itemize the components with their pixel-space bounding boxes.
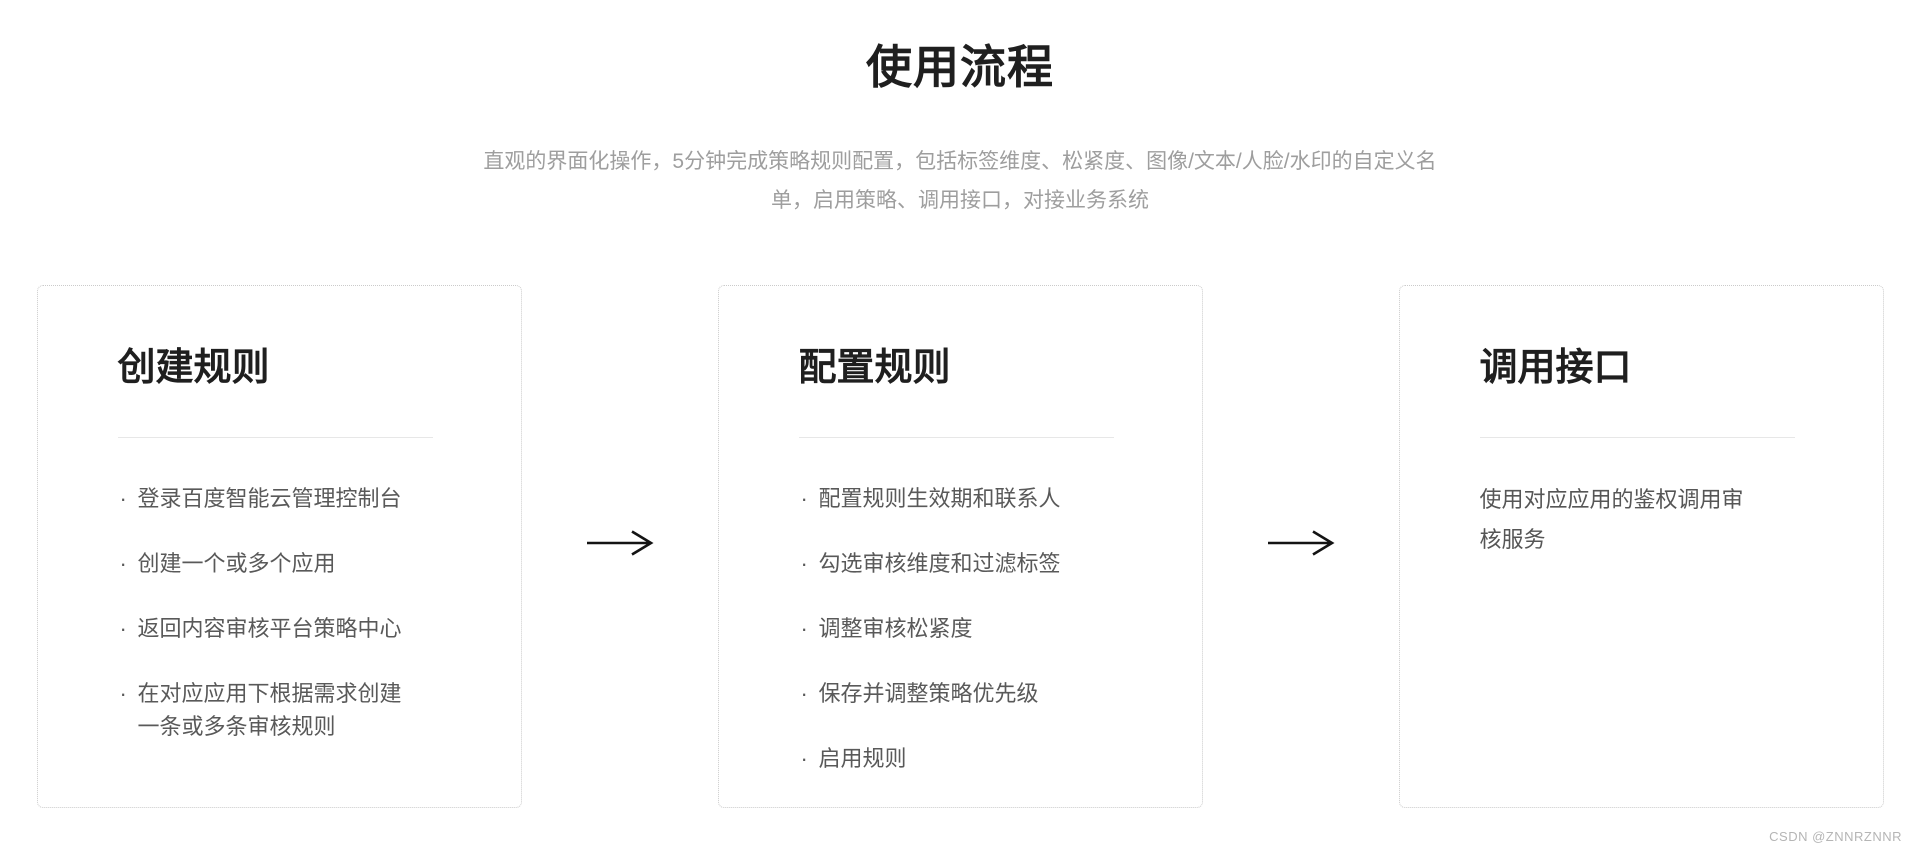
step-item-line: 一条或多条审核规则 [137,714,336,739]
step-item-line: 保存并调整策略优先级 [818,681,1039,706]
arrow-gap [522,285,718,558]
bullet-dot-icon: · [119,681,127,706]
step-item-line: 启用规则 [818,746,907,771]
step-item-line: 配置规则生效期和联系人 [818,486,1061,511]
bullet-dot-icon: · [119,486,127,511]
step-item: · 保存并调整策略优先级 [799,677,1124,710]
step-item-text: 创建一个或多个应用 [138,547,336,580]
step-item-text: 配置规则生效期和联系人 [819,482,1061,515]
step-card-1: 创建规则 · 登录百度智能云管理控制台 · 创建一个或多个应用 · 返回内容审核平台策略中心… [36,285,522,808]
bullet-dot-icon: · [119,551,127,576]
page-title: 使用流程 [866,41,1054,93]
bullet-dot-icon: · [800,746,808,771]
step-item: · 创建一个或多个应用 [118,547,443,580]
arrow-gap [1203,285,1399,558]
watermark: CSDN @ZNNRZNNR [1769,829,1902,844]
step-item: · 调整审核松紧度 [799,612,1124,645]
step-item: · 在对应应用下根据需求创建一条或多条审核规则 [118,677,443,743]
step-description-line: 使用对应应用的鉴权调用审 [1479,487,1744,512]
step-card-divider [117,437,433,438]
step-item: · 配置规则生效期和联系人 [799,482,1124,515]
bullet-dot-icon: · [800,681,808,706]
step-item: · 启用规则 [799,742,1124,775]
bullet-dot-icon: · [800,616,808,641]
step-item: · 勾选审核维度和过滤标签 [799,547,1124,580]
step-item-list: · 登录百度智能云管理控制台 · 创建一个或多个应用 · 返回内容审核平台策略中心 · 在对应… [118,482,443,743]
step-item-line: 登录百度智能云管理控制台 [137,486,402,511]
steps-row: 创建规则 · 登录百度智能云管理控制台 · 创建一个或多个应用 · 返回内容审核平台策略中心… [0,285,1920,808]
step-item-text: 保存并调整策略优先级 [819,677,1039,710]
step-item-text: 返回内容审核平台策略中心 [138,612,402,645]
bullet-dot-icon: · [800,486,808,511]
step-card-divider [798,437,1114,438]
step-item-line: 在对应应用下根据需求创建 [137,681,402,706]
step-card-3: 调用接口使用对应应用的鉴权调用审核服务 [1398,285,1884,808]
step-item-line: 勾选审核维度和过滤标签 [818,551,1061,576]
step-item-text: 在对应应用下根据需求创建一条或多条审核规则 [138,677,402,743]
step-item-list: · 配置规则生效期和联系人 · 勾选审核维度和过滤标签 · 调整审核松紧度 · 保存并调整策略… [799,482,1124,775]
step-card-2: 配置规则 · 配置规则生效期和联系人 · 勾选审核维度和过滤标签 · 调整审核松紧度 · 保存并… [717,285,1203,808]
step-card-title: 创建规则 [117,347,270,389]
step-card-divider [1479,437,1795,438]
step-item-line: 创建一个或多个应用 [137,551,336,576]
step-item-line: 调整审核松紧度 [818,616,973,641]
page-subtitle: 直观的界面化操作，5分钟完成策略规则配置，包括标签维度、松紧度、图像/文本/人脸… [0,142,1920,220]
step-card-title: 调用接口 [1479,347,1632,389]
bullet-dot-icon: · [119,616,127,641]
step-card-title: 配置规则 [798,347,951,389]
right-arrow-icon [586,530,654,556]
step-item: · 返回内容审核平台策略中心 [118,612,443,645]
step-item-text: 登录百度智能云管理控制台 [138,482,402,515]
page-header: 使用流程 直观的界面化操作，5分钟完成策略规则配置，包括标签维度、松紧度、图像/… [0,0,1920,220]
subtitle-line: 单，启用策略、调用接口，对接业务系统 [771,189,1149,212]
step-description: 使用对应应用的鉴权调用审核服务 [1480,480,1805,560]
step-item-text: 调整审核松紧度 [819,612,973,645]
step-item: · 登录百度智能云管理控制台 [118,482,443,515]
step-item-text: 勾选审核维度和过滤标签 [819,547,1061,580]
right-arrow-icon [1267,530,1335,556]
bullet-dot-icon: · [800,551,808,576]
step-item-text: 启用规则 [819,742,907,775]
step-item-line: 返回内容审核平台策略中心 [137,616,402,641]
step-description-line: 核服务 [1479,527,1546,552]
subtitle-line: 直观的界面化操作，5分钟完成策略规则配置，包括标签维度、松紧度、图像/文本/人脸… [483,150,1437,173]
